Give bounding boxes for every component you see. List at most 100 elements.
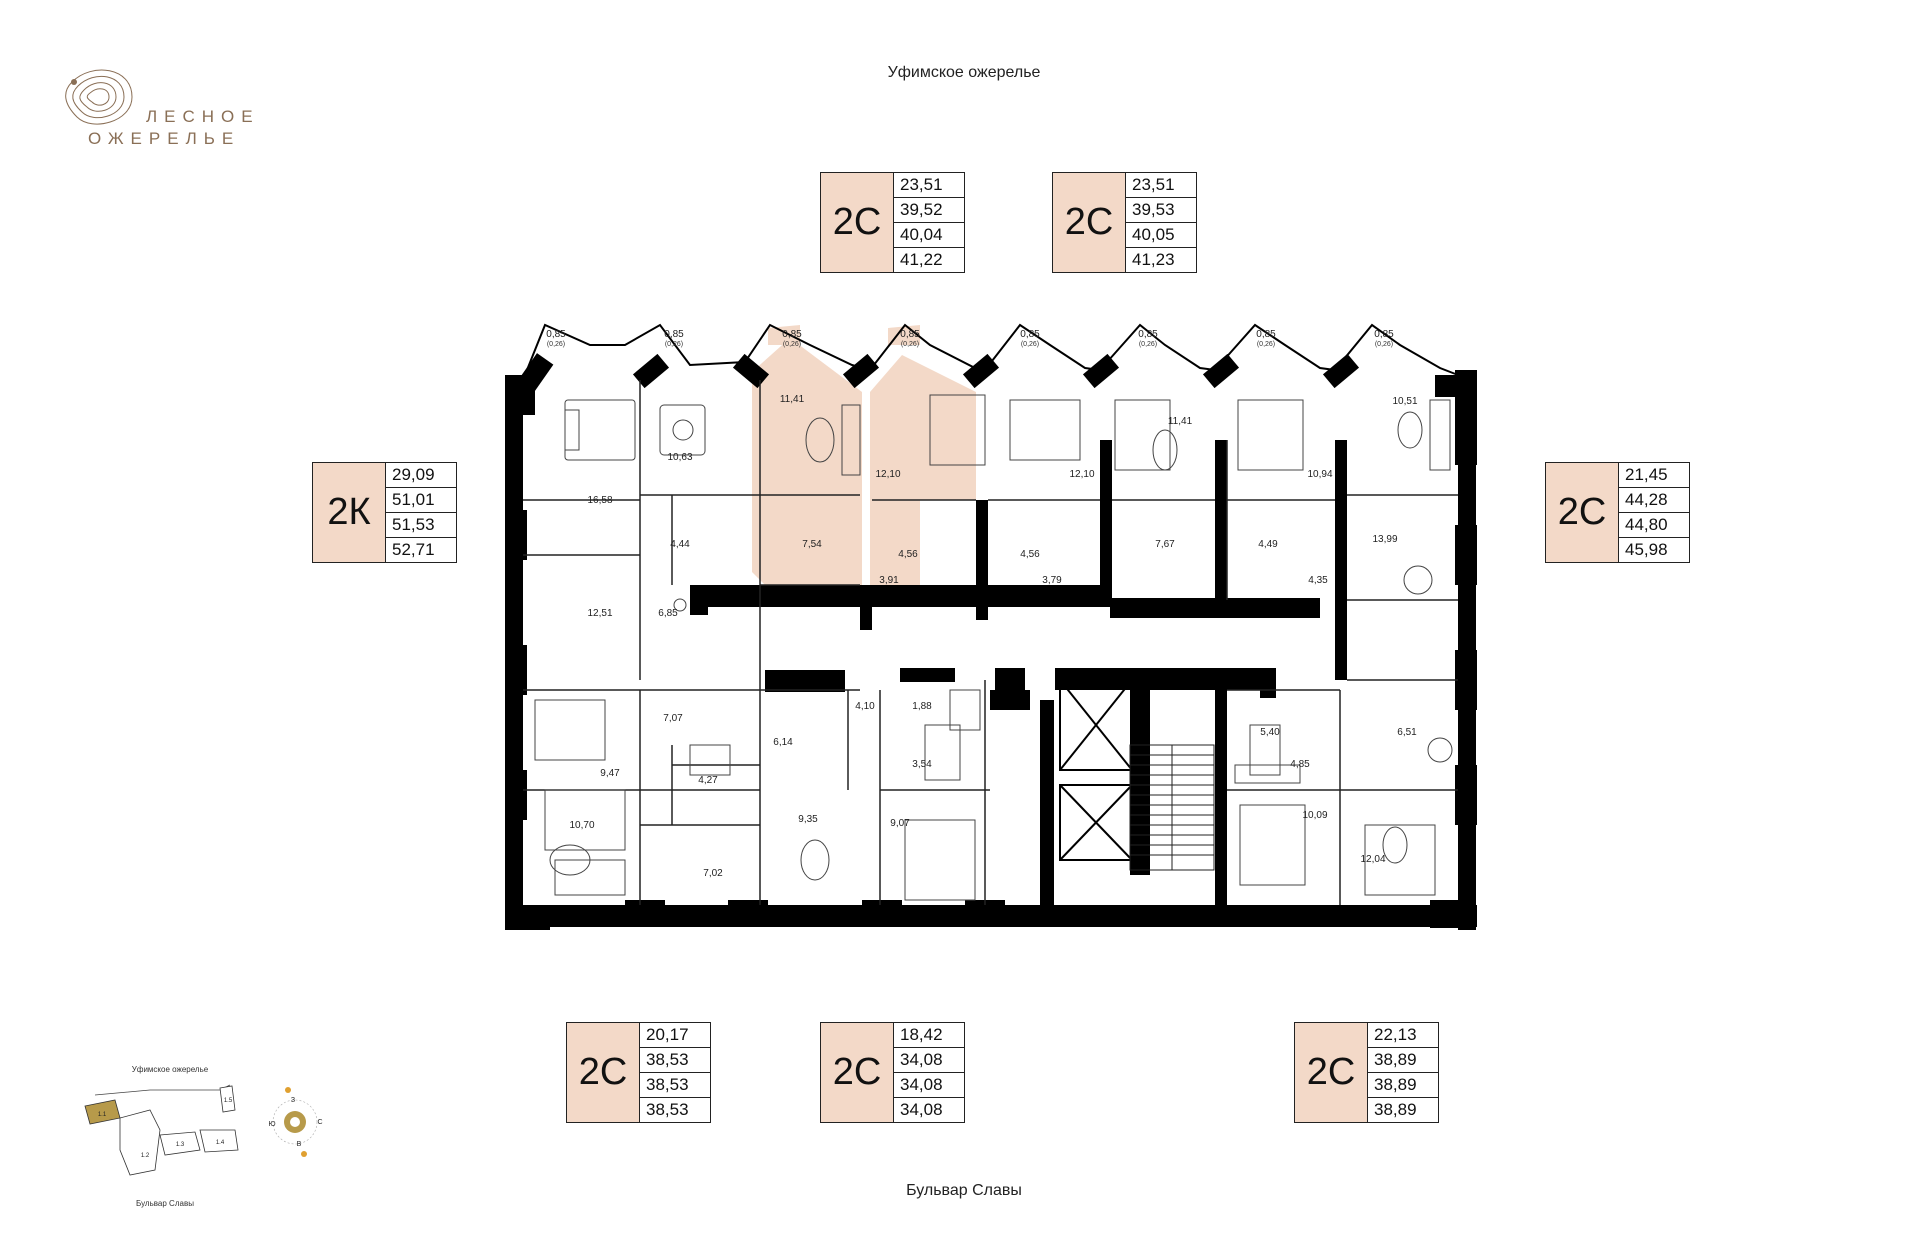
balcony-reduced-6: (0,26) [1139,341,1157,348]
top-bay-walls [518,353,1475,397]
balcony-area-1: 0,85 [546,329,566,340]
stairs [1129,744,1215,871]
logo-contour-icon [65,69,133,125]
unit-value: 52,71 [392,540,435,559]
room-area: 4,56 [1020,549,1040,560]
unit-card-right[interactable]: 2С 21,45 44,28 44,80 45,98 [1545,462,1690,563]
room-area: 7,02 [703,868,723,879]
unit-value: 23,51 [894,173,964,198]
logo-text-line1: ЛЕСНОЕ [146,107,260,126]
furniture [534,394,1453,901]
unit-type-label: 2С [1053,173,1126,272]
room-area: 10,94 [1307,469,1332,480]
room-area: 4,10 [855,701,875,712]
unit-value: 38,53 [640,1073,710,1098]
room-area: 6,14 [773,737,793,748]
unit-card-bottom-right[interactable]: 2С 22,13 38,89 38,89 38,89 [1294,1022,1439,1123]
room-area: 9,47 [600,768,620,779]
balcony-area-4: 0,85 [900,329,920,340]
unit-value: 39,53 [1126,198,1196,223]
unit-value: 45,98 [1625,540,1668,559]
balcony-area-7: 0,85 [1256,329,1276,340]
logo-text-line2: ОЖЕРЕЛЬЕ [88,129,241,148]
room-labels: 16,58 10,63 11,41 12,10 12,10 11,41 10,9… [569,394,1417,879]
room-area: 13,99 [1372,534,1397,545]
room-area: 12,10 [875,469,900,480]
unit-card-left[interactable]: 2К 29,09 51,01 51,53 52,71 [312,462,457,563]
unit-type-label: 2С [1546,463,1619,562]
unit-value: 39,52 [894,198,964,223]
minimap-section-label: 1.5 [224,1098,233,1104]
room-area: 6,51 [1397,727,1417,738]
unit-value: 29,09 [386,463,456,488]
compass-south: Ю [268,1121,275,1128]
room-area: 3,79 [1042,575,1062,586]
room-area: 4,56 [898,549,918,560]
unit-value: 38,89 [1374,1100,1417,1119]
room-area: 6,85 [658,608,678,619]
room-area: 10,09 [1302,810,1327,821]
unit-value: 38,89 [1368,1073,1438,1098]
interior-walls [523,380,1458,905]
room-area: 12,10 [1069,469,1094,480]
minimap-section-label: 1.3 [176,1142,185,1148]
unit-card-top-right[interactable]: 2С 23,51 39,53 40,05 41,23 [1052,172,1197,273]
room-area: 3,91 [879,575,899,586]
room-area: 4,85 [1290,759,1310,770]
unit-card-bottom-left[interactable]: 2С 20,17 38,53 38,53 38,53 [566,1022,711,1123]
minimap-street-bottom: Бульвар Славы [136,1199,194,1208]
balcony-reduced-8: (0,26) [1375,341,1393,348]
unit-type-label: 2С [821,1023,894,1122]
balcony-reduced-7: (0,26) [1257,341,1275,348]
balcony-reduced-2: (0,26) [665,341,683,348]
balcony-area-6: 0,85 [1138,329,1158,340]
room-area: 4,27 [698,775,718,786]
room-area: 11,41 [1168,416,1193,427]
minimap-street-top: Уфимское ожерелье [132,1065,209,1074]
unit-type-label: 2С [821,173,894,272]
balcony-area-3: 0,85 [782,329,802,340]
street-top-label: Уфимское ожерелье [887,64,1041,81]
minimap-section-label: 1.4 [216,1140,225,1146]
unit-type-label: 2К [313,463,386,562]
room-area: 10,63 [667,452,692,463]
site-minimap: Уфимское ожерелье Бульвар Славы 1.1 1.2 … [84,1065,323,1208]
balcony-reduced-5: (0,26) [1021,341,1039,348]
balcony-area-2: 0,85 [664,329,684,340]
unit-value: 44,28 [1619,488,1689,513]
room-area: 16,58 [587,495,612,506]
compass-north: С [317,1119,322,1126]
unit-value: 38,53 [640,1048,710,1073]
unit-card-bottom-middle[interactable]: 2С 18,42 34,08 34,08 34,08 [820,1022,965,1123]
unit-value: 21,45 [1619,463,1689,488]
unit-value: 38,53 [646,1100,689,1119]
corridor-walls [690,440,1347,915]
minimap-section-label: 1.1 [98,1112,107,1118]
room-area: 12,51 [587,608,612,619]
highlighted-apartments [752,325,976,590]
unit-value: 34,08 [894,1073,964,1098]
unit-value: 51,01 [386,488,456,513]
balcony-area-5: 0,85 [1020,329,1040,340]
logo: ЛЕСНОЕ ОЖЕРЕЛЬЕ [62,62,292,182]
unit-value: 34,08 [894,1048,964,1073]
room-area: 12,04 [1360,854,1385,865]
unit-value: 38,89 [1368,1048,1438,1073]
unit-value: 41,22 [900,250,943,269]
room-area: 11,41 [780,394,805,405]
unit-value: 23,51 [1126,173,1196,198]
balcony-reduced-4: (0,26) [901,341,919,348]
minimap-section-label: 1.2 [141,1153,150,1159]
room-area: 4,49 [1258,539,1278,550]
room-area: 1,88 [912,701,932,712]
unit-value: 18,42 [894,1023,964,1048]
room-area: 7,54 [802,539,822,550]
room-area: 9,07 [890,818,910,829]
top-bays [522,323,1459,381]
room-area: 10,51 [1392,396,1417,407]
unit-value: 20,17 [640,1023,710,1048]
elevator-shafts [1059,679,1133,861]
balcony-reduced-1: (0,26) [547,341,565,348]
unit-card-top-left[interactable]: 2С 23,51 39,52 40,04 41,22 [820,172,965,273]
compass-west: З [291,1097,295,1104]
